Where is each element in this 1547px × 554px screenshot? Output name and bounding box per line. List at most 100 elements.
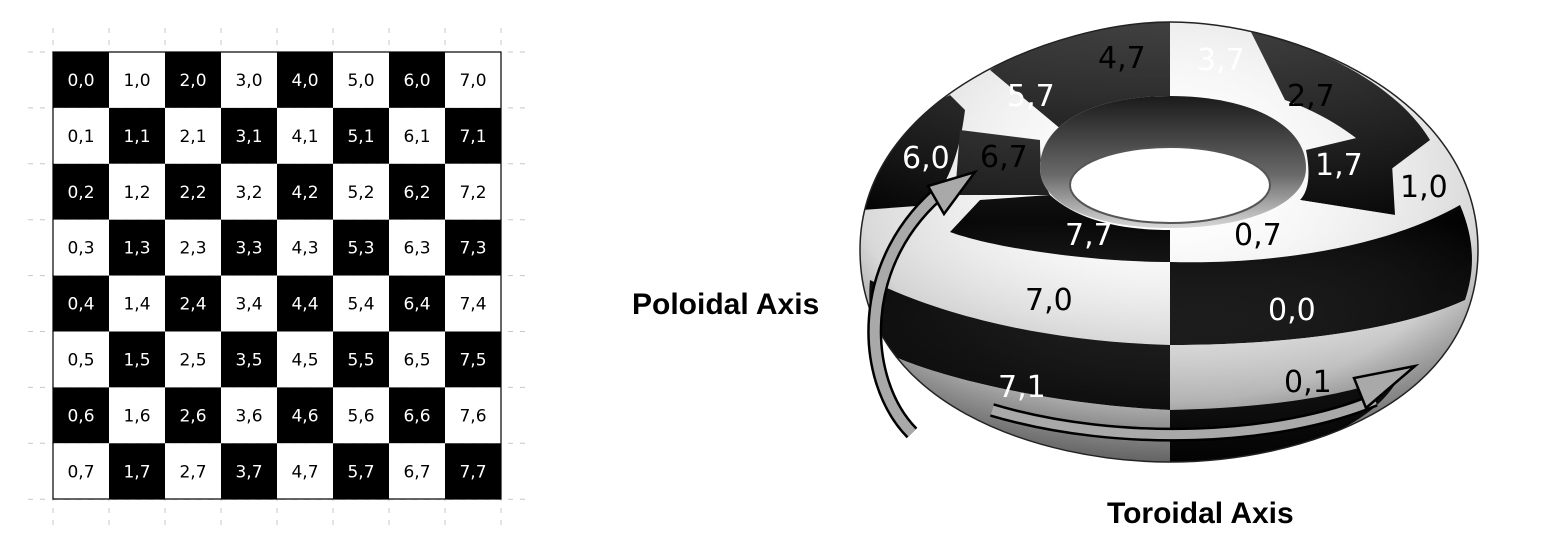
grid-cell: [333, 443, 389, 500]
grid-cell: [333, 219, 389, 276]
grid-cell: [221, 331, 277, 388]
grid-cell-label: 6,3: [403, 239, 430, 259]
grid-cell-label: 7,6: [459, 406, 486, 426]
grid-cell-label: 0,7: [67, 462, 94, 482]
grid-cell: [277, 163, 333, 220]
grid-cell-label: 1,5: [123, 350, 150, 370]
grid-cell-label: 0,3: [67, 239, 94, 259]
grid-cell: [333, 331, 389, 388]
grid-cell-label: 5,7: [347, 462, 374, 482]
grid-cell: [221, 219, 277, 276]
grid-cell-label: 2,0: [179, 71, 206, 91]
torus-label-0-7: 0,7: [1234, 218, 1282, 253]
grid-cell: [109, 331, 165, 388]
torus-hole-opening: [1070, 147, 1270, 223]
grid-cell-label: 6,6: [403, 406, 430, 426]
grid-cell-label: 3,4: [235, 295, 262, 315]
grid-cell: [389, 107, 445, 164]
grid-cell: [389, 387, 445, 444]
grid-cell-label: 4,2: [291, 183, 318, 203]
grid-cell: [389, 443, 445, 500]
grid-cell-label: 4,5: [291, 350, 318, 370]
grid-cell-label: 1,0: [123, 71, 150, 91]
grid-cell: [109, 52, 165, 108]
grid-cell: [109, 275, 165, 332]
grid-cell-label: 3,1: [235, 127, 262, 147]
grid-cell: [109, 219, 165, 276]
grid-cell-label: 2,2: [179, 183, 206, 203]
grid-cell: [333, 107, 389, 164]
grid-cell: [165, 219, 221, 276]
grid-cell: [53, 219, 109, 276]
grid-cell-label: 7,4: [459, 295, 486, 315]
grid-cell-label: 6,5: [403, 350, 430, 370]
grid-cell-label: 5,6: [347, 406, 374, 426]
grid-cell: [333, 387, 389, 444]
grid-cell-label: 5,2: [347, 183, 374, 203]
grid-cell: [277, 219, 333, 276]
torus-outline: [859, 21, 1479, 463]
grid-cell-label: 1,6: [123, 406, 150, 426]
grid-cell-label: 3,2: [235, 183, 262, 203]
grid-cell-label: 2,1: [179, 127, 206, 147]
grid-cell-label: 2,5: [179, 350, 206, 370]
grid-cell: [221, 387, 277, 444]
grid-cell: [109, 163, 165, 220]
grid-cell: [445, 275, 501, 332]
torus-label-0-0: 0,0: [1268, 293, 1316, 328]
grid-cell: [445, 219, 501, 276]
torus-label-6-7: 6,7: [980, 140, 1028, 175]
grid-cell: [389, 331, 445, 388]
grid-cell-label: 5,3: [347, 239, 374, 259]
grid-cell: [277, 443, 333, 500]
grid-cell-label: 4,3: [291, 239, 318, 259]
grid-cell: [109, 387, 165, 444]
torus-label-6-0: 6,0: [902, 141, 950, 176]
torus-label-3-7: 3,7: [1197, 43, 1245, 78]
grid-cell-label: 4,6: [291, 406, 318, 426]
grid-cell-label: 3,0: [235, 71, 262, 91]
grid-cell: [221, 443, 277, 500]
grid-cell: [389, 52, 445, 108]
grid-cell-label: 2,4: [179, 295, 206, 315]
poloidal-arrow: [867, 169, 979, 439]
grid-cell-label: 6,0: [403, 71, 430, 91]
grid-cell: [445, 387, 501, 444]
grid-cell: [165, 443, 221, 500]
grid-cell-label: 6,4: [403, 295, 430, 315]
torus-label-5-7: 5,7: [1007, 79, 1055, 114]
torus-label-2-7: 2,7: [1287, 79, 1335, 114]
grid-cell-label: 7,2: [459, 183, 486, 203]
grid-cell-label: 6,2: [403, 183, 430, 203]
grid-cell-label: 1,2: [123, 183, 150, 203]
grid-cell: [165, 275, 221, 332]
grid-cell-label: 2,3: [179, 239, 206, 259]
torus-label-7-1: 7,1: [998, 370, 1046, 405]
grid-cell-label: 1,3: [123, 239, 150, 259]
checkered-torus: 4,7 3,7 5,7 2,7 6,0 6,7 1,7 1,0 7,7 0,7 …: [859, 21, 1479, 463]
grid-cell: [277, 387, 333, 444]
grid-cell-label: 3,7: [235, 462, 262, 482]
grid-cell: [109, 443, 165, 500]
grid-cell: [165, 387, 221, 444]
grid-cell: [221, 163, 277, 220]
grid-cell-label: 4,4: [291, 295, 318, 315]
grid-cell: [445, 107, 501, 164]
toroidal-axis-label: Toroidal Axis: [1107, 497, 1294, 530]
grid-cell-label: 3,5: [235, 350, 262, 370]
grid-cell: [109, 107, 165, 164]
grid-cell: [445, 331, 501, 388]
grid-cell: [277, 275, 333, 332]
grid-cell: [165, 331, 221, 388]
grid-cell-label: 7,7: [459, 462, 486, 482]
grid-cell-label: 6,7: [403, 462, 430, 482]
grid-cell-label: 7,3: [459, 239, 486, 259]
grid-cell-label: 1,1: [123, 127, 150, 147]
torus-label-0-1: 0,1: [1284, 365, 1332, 400]
poloidal-axis-label: Poloidal Axis: [632, 288, 819, 321]
grid-cell-label: 4,0: [291, 71, 318, 91]
grid-cell: [389, 219, 445, 276]
grid-cell-label: 0,1: [67, 127, 94, 147]
